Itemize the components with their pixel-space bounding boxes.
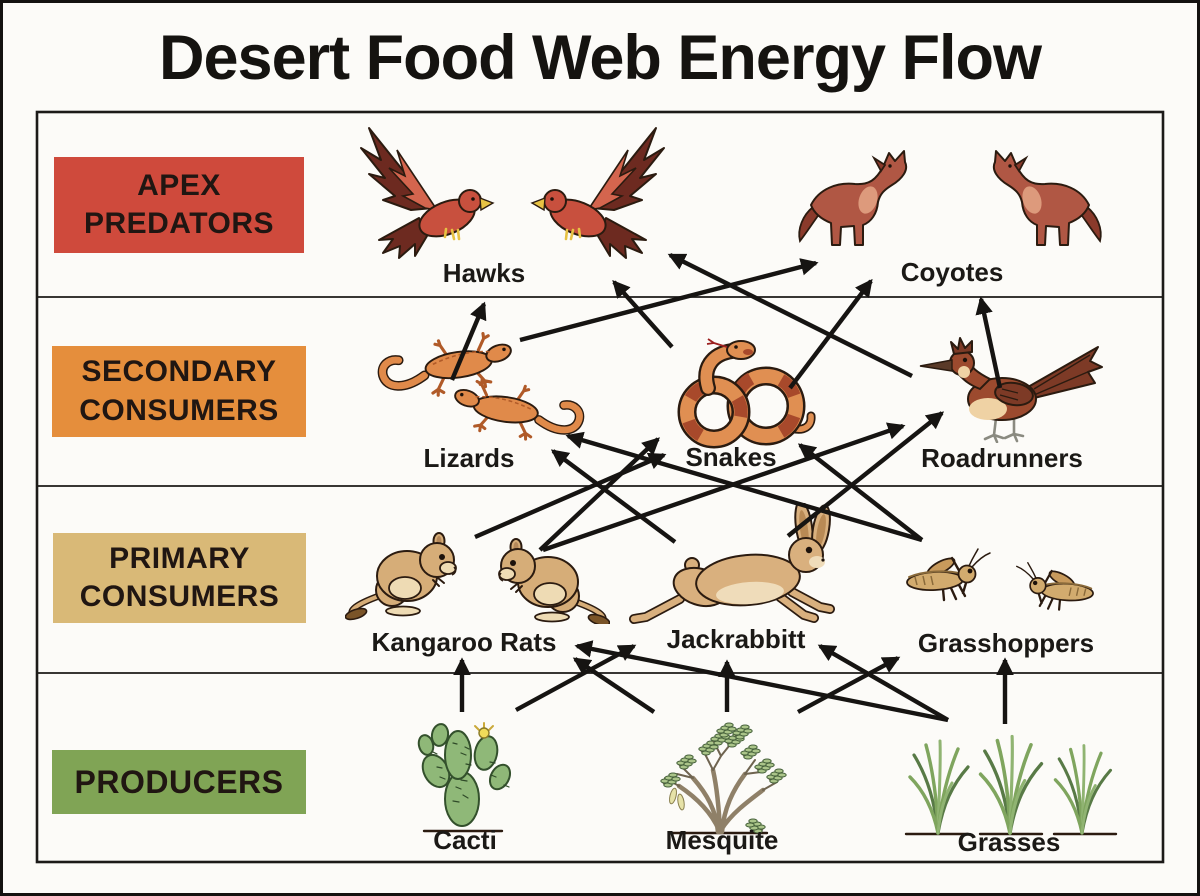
cactus-icon	[417, 722, 512, 833]
roadrunners-illustration	[919, 337, 1103, 443]
band-box-secondary-consumers: SECONDARY CONSUMERS	[52, 346, 306, 437]
kangaroo-rat-icon	[345, 532, 457, 621]
band-label-line: PREDATORS	[83, 207, 275, 240]
band-box-producers: PRODUCERS	[52, 750, 306, 814]
lizards-illustration	[377, 331, 585, 441]
hawk-icon	[360, 127, 495, 259]
coyote-icon	[798, 150, 908, 246]
grasshopper-icon	[1016, 561, 1094, 611]
coyotes-illustration	[798, 150, 1102, 246]
organism-label-roadrunners: Roadrunners	[921, 443, 1083, 473]
organism-label-jackrabbitt: Jackrabbitt	[666, 624, 806, 654]
coyote-icon	[992, 150, 1102, 246]
hawks-illustration	[360, 127, 665, 259]
band-box-primary-consumers: PRIMARY CONSUMERS	[53, 533, 306, 623]
grasshopper-icon	[906, 548, 991, 602]
organism-label-kangaroo-rats: Kangaroo Rats	[371, 627, 557, 657]
kangaroo-rats-illustration	[345, 532, 610, 624]
grasses-illustration	[904, 734, 1118, 836]
band-label-line: CONSUMERS	[79, 393, 279, 427]
cacti-illustration	[417, 722, 512, 833]
organism-label-coyotes: Coyotes	[900, 257, 1004, 287]
lizard-icon	[377, 331, 512, 397]
band-box-apex-predators: APEX PREDATORS	[54, 157, 304, 253]
band-label-line: PRODUCERS	[74, 763, 284, 800]
jackrabbitt-illustration	[629, 503, 835, 624]
hawk-icon	[530, 127, 665, 259]
band-label-line: APEX	[137, 168, 221, 202]
mesquite-icon	[659, 722, 788, 835]
organism-label-grasshoppers: Grasshoppers	[917, 628, 1095, 658]
kangaroo-rat-icon	[498, 538, 610, 624]
organism-label-lizards: Lizards	[423, 443, 515, 473]
mesquite-illustration	[659, 722, 788, 835]
snake-icon	[677, 338, 816, 449]
organism-label-mesquite: Mesquite	[665, 825, 779, 855]
jackrabbit-icon	[629, 503, 835, 624]
lizard-icon	[454, 377, 585, 441]
organism-label-hawks: Hawks	[442, 258, 526, 288]
roadrunner-icon	[919, 337, 1103, 443]
band-label-line: PRIMARY	[109, 541, 250, 575]
organism-label-grasses: Grasses	[957, 827, 1061, 857]
snakes-illustration	[677, 338, 816, 449]
grass-tuft-icon	[904, 734, 1118, 836]
grasshoppers-illustration	[906, 548, 1094, 611]
band-label-line: SECONDARY	[81, 355, 277, 389]
page-title: Desert Food Web Energy Flow	[159, 23, 1042, 93]
organism-label-snakes: Snakes	[685, 442, 777, 472]
organism-label-cacti: Cacti	[433, 825, 497, 855]
band-label-line: CONSUMERS	[79, 580, 280, 613]
